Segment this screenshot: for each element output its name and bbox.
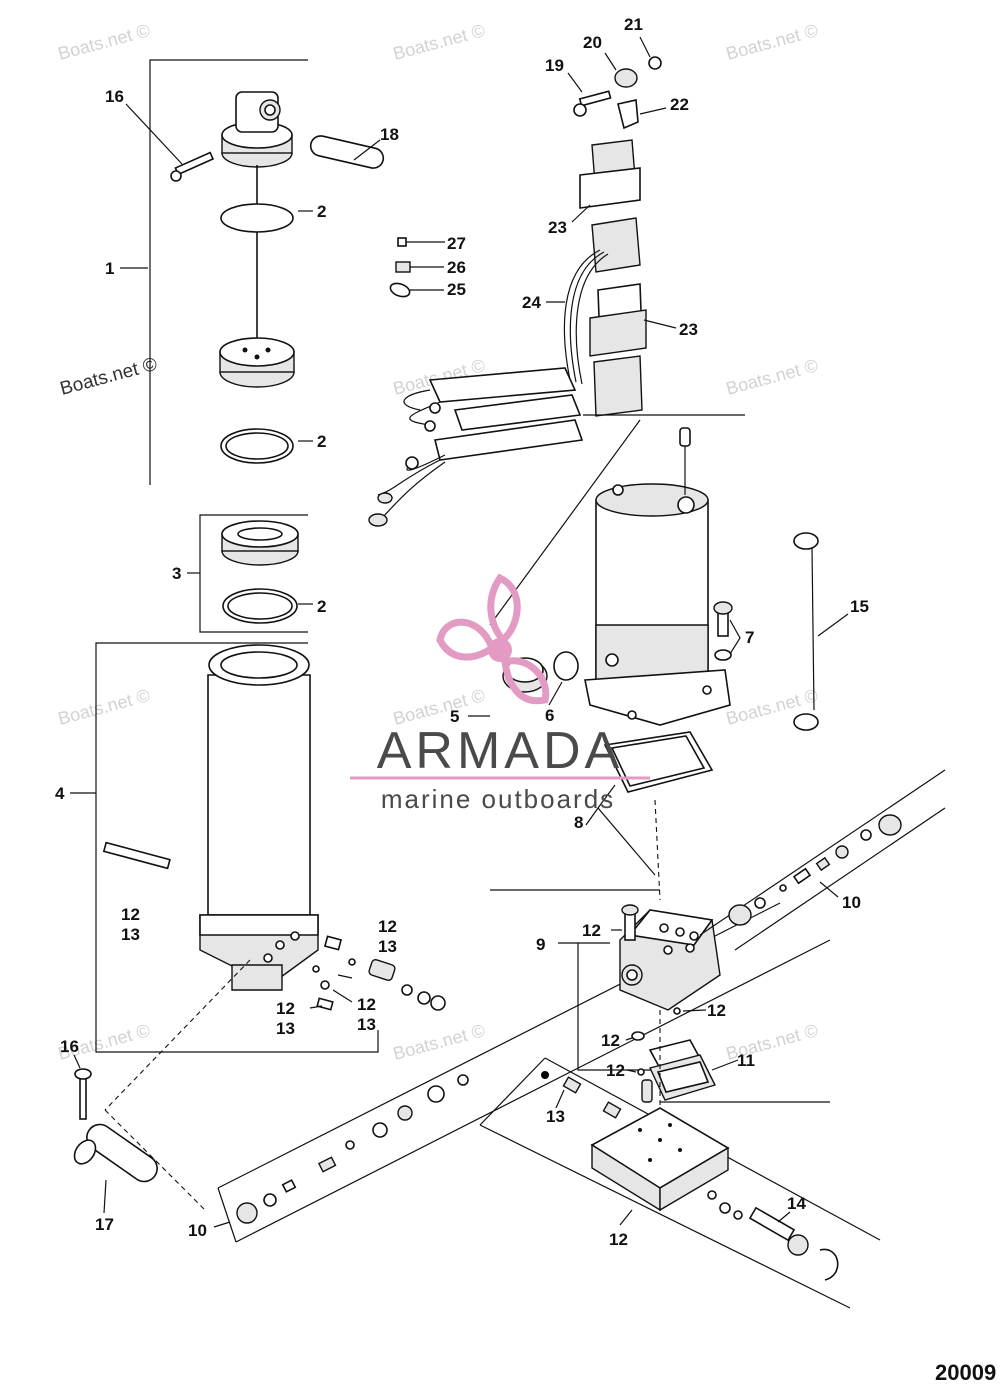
watermark: Boats.net © — [56, 685, 152, 729]
figure-number: 20009 — [935, 1360, 996, 1385]
callout-13: 13 — [378, 937, 397, 956]
callout-2: 2 — [317, 597, 326, 616]
watermark: Boats.net © — [391, 20, 487, 64]
callout-17: 17 — [95, 1215, 114, 1234]
pump-manifold-assembly — [490, 889, 830, 1130]
callout-10: 10 — [842, 893, 861, 912]
piston-seal-group — [187, 514, 313, 633]
callout-13: 13 — [546, 1107, 565, 1126]
callout-13: 13 — [276, 1019, 295, 1038]
callout-10: 10 — [188, 1221, 207, 1240]
watermark: Boats.net © — [724, 20, 820, 64]
callout-26: 26 — [447, 258, 466, 277]
manifold-valve-row-right — [699, 769, 946, 951]
callout-5: 5 — [450, 707, 459, 726]
callout-9: 9 — [536, 935, 545, 954]
callout-3: 3 — [172, 564, 181, 583]
callout-12: 12 — [601, 1031, 620, 1050]
watermark: Boats.net © — [391, 1020, 487, 1064]
propeller-logo-icon — [436, 573, 550, 705]
callout-25: 25 — [447, 280, 466, 299]
callout-16: 16 — [60, 1037, 79, 1056]
callout-13: 13 — [357, 1015, 376, 1034]
callout-12: 12 — [609, 1230, 628, 1249]
callout-18: 18 — [380, 125, 399, 144]
callout-12: 12 — [276, 999, 295, 1018]
callout-12: 12 — [582, 921, 601, 940]
callout-4: 4 — [55, 784, 65, 803]
callout-11: 11 — [737, 1051, 755, 1070]
pump-motor — [584, 427, 849, 901]
cylinder-body — [70, 642, 446, 1053]
callout-labels: 16 18 2 1 2 3 2 4 12 13 12 13 12 13 12 1… — [55, 15, 869, 1249]
callout-2: 2 — [317, 432, 326, 451]
callout-13: 13 — [121, 925, 140, 944]
callout-19: 19 — [545, 56, 564, 75]
watermark: Boats.net © — [56, 20, 152, 64]
callout-12: 12 — [378, 917, 397, 936]
relay-harness-assembly — [368, 36, 745, 626]
brand-name: ARMADA — [377, 722, 623, 780]
callout-24: 24 — [522, 293, 541, 312]
pump-base-plate — [479, 1057, 881, 1309]
callout-1: 1 — [105, 259, 114, 278]
watermark: Boats.net © — [58, 354, 160, 400]
callout-7: 7 — [745, 628, 754, 647]
callout-12: 12 — [357, 995, 376, 1014]
callout-12: 12 — [121, 905, 140, 924]
callout-23: 23 — [548, 218, 567, 237]
pivot-pin-assembly — [73, 959, 251, 1214]
callout-12: 12 — [707, 1001, 726, 1020]
armada-logo: ARMADA marine outboards — [350, 573, 650, 814]
cylinder-rod-assembly — [120, 59, 385, 485]
callout-14: 14 — [787, 1194, 806, 1213]
watermark: Boats.net © — [724, 355, 820, 399]
callout-15: 15 — [850, 597, 869, 616]
callout-21: 21 — [624, 15, 643, 34]
brand-tagline: marine outboards — [381, 784, 615, 814]
callout-22: 22 — [670, 95, 689, 114]
callout-27: 27 — [447, 234, 466, 253]
callout-16: 16 — [105, 87, 124, 106]
callout-12: 12 — [606, 1061, 625, 1080]
callout-8: 8 — [574, 813, 583, 832]
callout-2: 2 — [317, 202, 326, 221]
callout-23: 23 — [679, 320, 698, 339]
callout-6: 6 — [545, 706, 554, 725]
callout-20: 20 — [583, 33, 602, 52]
